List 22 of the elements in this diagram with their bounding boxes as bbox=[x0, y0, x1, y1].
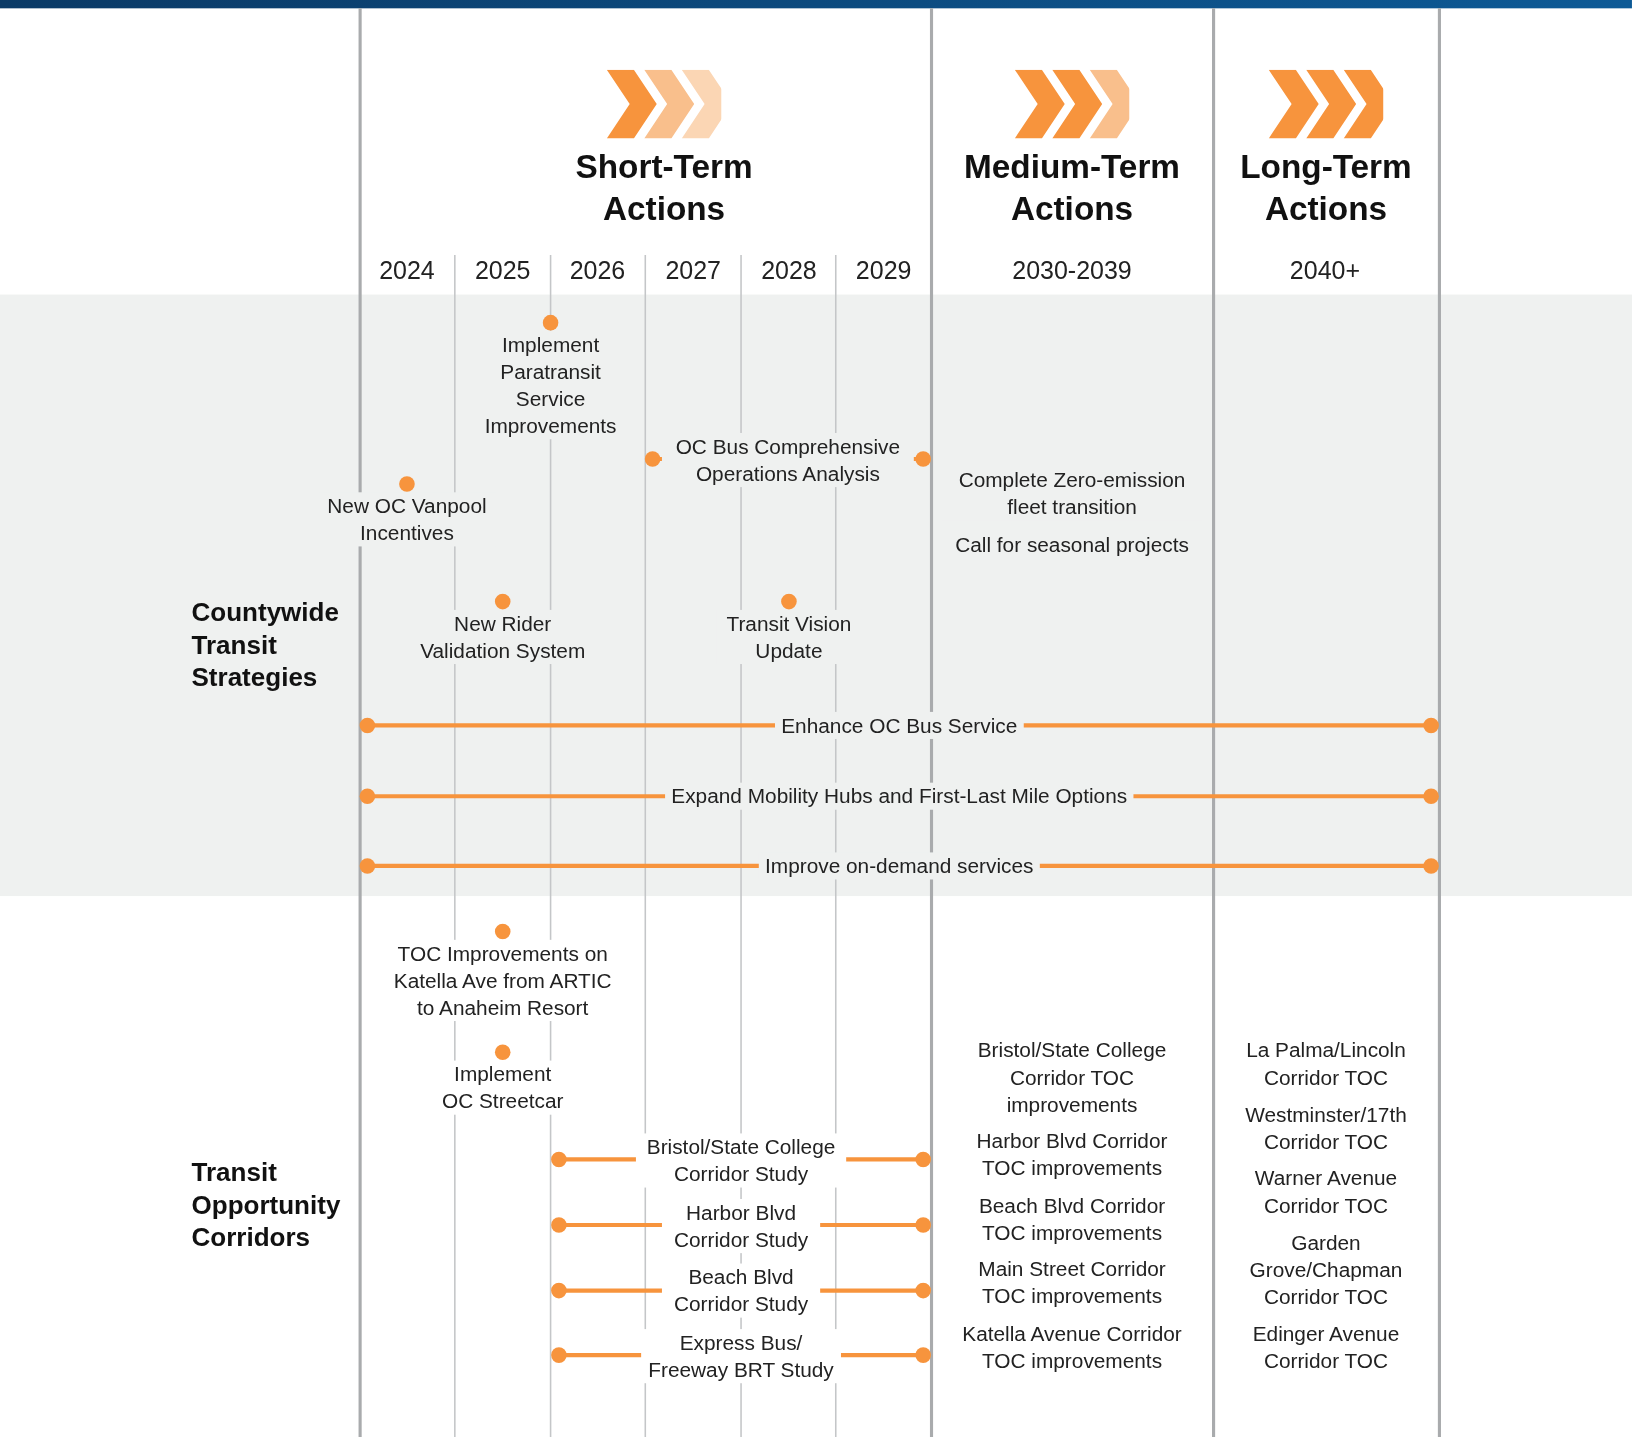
year-label: 2025 bbox=[473, 256, 532, 286]
action-label: Improve on-demand services bbox=[758, 852, 1040, 880]
action-label: Express Bus/ Freeway BRT Study bbox=[641, 1329, 841, 1384]
action-label: Beach Blvd Corridor Study bbox=[661, 1263, 821, 1318]
action-label: Harbor Blvd Corridor Study bbox=[661, 1199, 821, 1254]
action-label: OC Bus Comprehensive Operations Analysis bbox=[661, 432, 914, 488]
year-label: 2029 bbox=[854, 256, 913, 286]
year-label: 2026 bbox=[568, 256, 627, 286]
section-heading: Short-Term Actions bbox=[574, 146, 754, 229]
section-heading: Medium-Term Actions bbox=[963, 146, 1181, 229]
row-heading: Countywide Transit Strategies bbox=[191, 596, 340, 694]
year-label: 2030-2039 bbox=[1011, 256, 1133, 286]
year-label: 2028 bbox=[760, 256, 818, 286]
year-label: 2040+ bbox=[1288, 256, 1361, 286]
band-background bbox=[0, 294, 1632, 897]
year-label: 2027 bbox=[664, 256, 722, 286]
action-label: Enhance OC Bus Service bbox=[775, 711, 1024, 739]
action-label: Bristol/State College Corridor Study bbox=[635, 1133, 847, 1188]
row-heading: Transit Opportunity Corridors bbox=[191, 1156, 342, 1254]
action-label: Expand Mobility Hubs and First-Last Mile Options bbox=[665, 782, 1134, 810]
section-heading: Long-Term Actions bbox=[1239, 146, 1413, 229]
year-label: 2024 bbox=[378, 256, 436, 286]
